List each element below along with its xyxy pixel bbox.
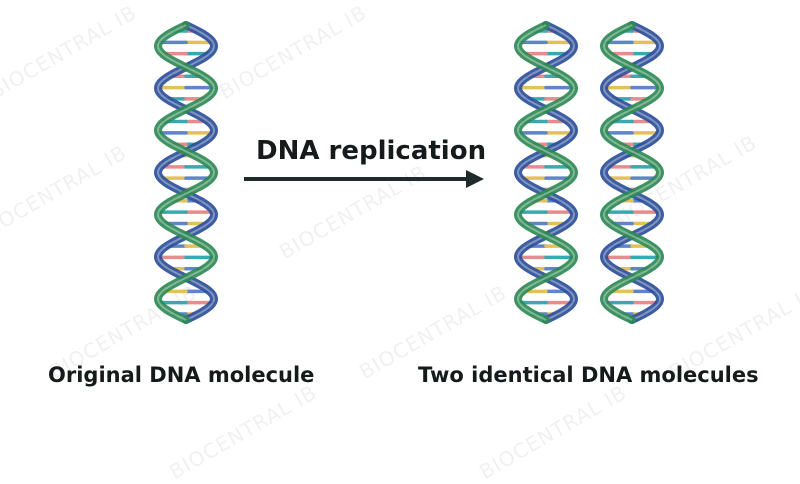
original-molecule-caption: Original DNA molecule	[48, 363, 315, 387]
backbone-strand-b-highlight	[603, 24, 662, 321]
dna-helix-copy-1	[513, 21, 579, 324]
dna-helix-original	[153, 21, 219, 324]
process-label: DNA replication	[256, 136, 487, 166]
watermark-text: BIOCENTRAL IB	[165, 380, 321, 484]
right-arrow-icon	[244, 170, 484, 188]
backbone-strand-a	[513, 21, 579, 324]
dna-helix-copy-2	[599, 21, 665, 324]
identical-molecules-caption: Two identical DNA molecules	[418, 363, 759, 387]
backbone-strand-b	[599, 21, 665, 324]
backbone-strand-a-highlight	[516, 24, 575, 321]
backbone-strand-a	[599, 21, 665, 324]
backbone-strand-b	[153, 21, 219, 324]
watermark-text: BIOCENTRAL IB	[0, 0, 141, 104]
watermark-text: BIOCENTRAL IB	[215, 0, 371, 104]
backbone-strand-b-highlight	[517, 24, 576, 321]
watermark-text: BIOCENTRAL IB	[0, 140, 131, 244]
backbone-strand-b-highlight	[157, 24, 216, 321]
watermark-text: BIOCENTRAL IB	[475, 380, 631, 484]
backbone-strand-b	[513, 21, 579, 324]
backbone-strand-a	[153, 21, 219, 324]
backbone-strand-a-highlight	[602, 24, 661, 321]
backbone-strand-a-highlight	[156, 24, 215, 321]
